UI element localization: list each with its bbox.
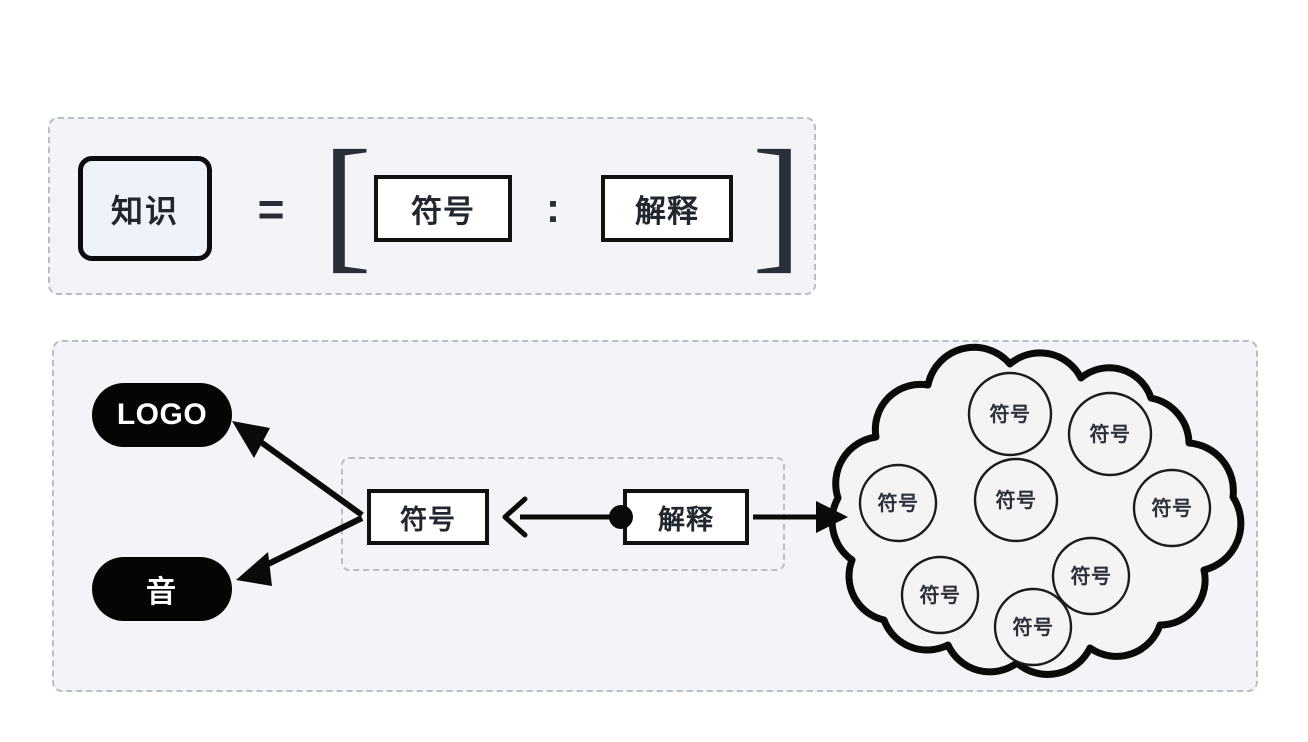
definition-symbol-box[interactable]: 符号	[374, 175, 512, 242]
equals-sign: =	[257, 183, 285, 235]
colon-separator: :	[546, 184, 560, 231]
usage-symbol-box[interactable]: 符号	[367, 489, 489, 545]
left-bracket: [	[322, 120, 372, 286]
logo-pill[interactable]: LOGO	[92, 383, 232, 447]
knowledge-box[interactable]: 知识	[78, 156, 212, 261]
sound-pill[interactable]: 音	[92, 557, 232, 621]
usage-meaning-box[interactable]: 解释	[623, 489, 749, 545]
definition-meaning-box[interactable]: 解释	[601, 175, 733, 242]
right-bracket: ]	[752, 120, 802, 286]
